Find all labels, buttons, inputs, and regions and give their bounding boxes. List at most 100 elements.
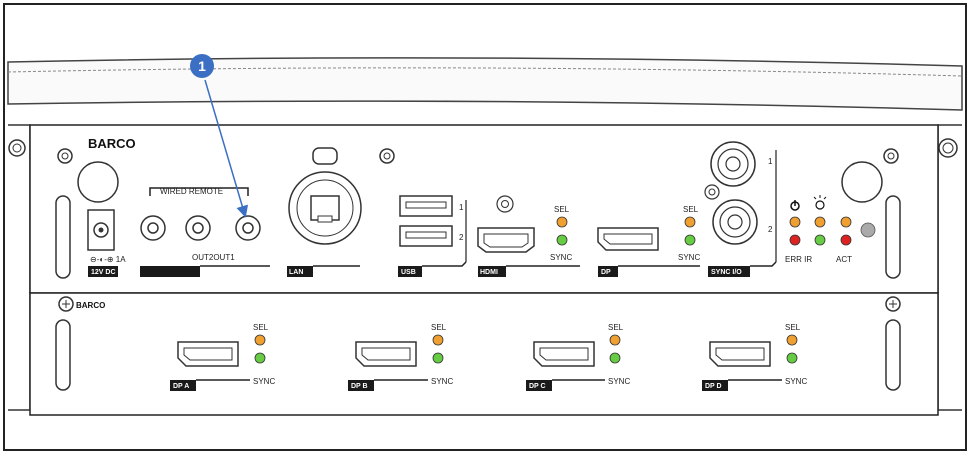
callout-arrow [204, 79, 249, 218]
ir-led [814, 234, 826, 246]
dp-b-port [355, 341, 417, 367]
label-sync-io-bg [708, 266, 750, 277]
handle-right-bottom [885, 319, 901, 391]
hdmi-sel-led [556, 216, 568, 228]
label-dp-a: DP A [173, 383, 189, 390]
power-icon [790, 200, 800, 211]
label-out2-out1: OUT2OUT1 [192, 253, 235, 262]
dp-port-top [597, 227, 659, 251]
left-bracket-screw [8, 139, 26, 157]
label-usb-bg [398, 266, 422, 277]
hdmi-screw [496, 195, 514, 213]
lan-port [288, 147, 362, 245]
usb-index-2: 2 [459, 233, 464, 242]
label-usb: USB [401, 269, 416, 276]
usb-port-2 [399, 225, 453, 247]
audio-jack-out1 [185, 215, 211, 241]
dc-polarity-symbol: ⊖-◐-⊕ 1A [90, 255, 126, 264]
label-dp-c-bg [526, 380, 552, 391]
io-board-top [29, 124, 939, 294]
dc-power-jack [87, 209, 115, 251]
sync-io-screw [704, 184, 720, 200]
label-act: ACT [836, 255, 852, 264]
label-lan: LAN [289, 269, 303, 276]
dp-b-sync-led [432, 352, 444, 364]
label-dp-bg [598, 266, 618, 277]
out-label-bar [140, 266, 200, 277]
err-led [789, 234, 801, 246]
label-err-ir: ERR IR [785, 255, 812, 264]
sync-io-bnc-1 [710, 141, 756, 187]
dp-a-sync-led [254, 352, 266, 364]
screw-bottom-left [58, 296, 74, 312]
power-led [789, 216, 801, 228]
label-dp-a-bg [170, 380, 196, 391]
barco-logo-bottom: BARCO [76, 301, 105, 310]
label-hdmi: HDMI [480, 269, 498, 276]
hdmi-sync-label: SYNC [550, 253, 572, 262]
dp-a-sel-led [254, 334, 266, 346]
dp-c-sync-led [609, 352, 621, 364]
dp-a-port [177, 341, 239, 367]
sync-index-2: 2 [768, 225, 773, 234]
usb-port-1 [399, 195, 453, 217]
dp-sync-led [684, 234, 696, 246]
sync-index-1: 1 [768, 157, 773, 166]
screw-bottom-right [885, 296, 901, 312]
dp-c-sync-label: SYNC [608, 377, 630, 386]
dp-d-sel-led [786, 334, 798, 346]
handle-left-bottom [55, 319, 71, 391]
barco-logo-top: BARCO [88, 136, 136, 151]
dp-sync-label: SYNC [678, 253, 700, 262]
right-bracket-screw [938, 138, 958, 158]
dp-d-sel-label: SEL [785, 323, 801, 332]
label-dp-d: DP D [705, 383, 722, 390]
sync-io-bnc-2 [712, 199, 758, 245]
io-board-bottom [29, 292, 939, 416]
dp-a-sel-label: SEL [253, 323, 269, 332]
dp-b-sel-led [432, 334, 444, 346]
thumb-knob-left [77, 161, 119, 203]
label-lan-bg [287, 266, 313, 277]
act-led [840, 234, 852, 246]
dp-c-sel-led [609, 334, 621, 346]
callout-badge [190, 54, 214, 78]
lamp-led [814, 216, 826, 228]
hdmi-sel-label: SEL [554, 205, 570, 214]
handle-right-top [885, 195, 901, 279]
label-dp-d-bg [702, 380, 728, 391]
dp-d-port [709, 341, 771, 367]
label-12v-dc-bg [88, 266, 118, 277]
enclosure-lid [7, 57, 963, 111]
label-sync-io: SYNC I/O [711, 269, 742, 276]
wired-remote-jack [235, 215, 261, 241]
dp-c-port [533, 341, 595, 367]
hdmi-sync-led [556, 234, 568, 246]
dp-b-sync-label: SYNC [431, 377, 453, 386]
lamp-icon [813, 195, 827, 210]
ir-sensor [860, 222, 876, 238]
screw-top-center [379, 148, 395, 164]
label-12v-dc: 12V DC [91, 269, 116, 276]
label-dp-c: DP C [529, 383, 546, 390]
dp-d-sync-led [786, 352, 798, 364]
screw-top-right [883, 148, 899, 164]
dp-d-sync-label: SYNC [785, 377, 807, 386]
dp-b-sel-label: SEL [431, 323, 447, 332]
hdmi-port [477, 227, 535, 253]
dp-a-sync-label: SYNC [253, 377, 275, 386]
label-dp: DP [601, 269, 611, 276]
label-dp-b: DP B [351, 383, 368, 390]
label-hdmi-bg [478, 266, 506, 277]
label-dp-b-bg [348, 380, 374, 391]
usb-index-1: 1 [459, 203, 464, 212]
dp-c-sel-label: SEL [608, 323, 624, 332]
thumb-knob-right [841, 161, 883, 203]
label-wired-remote: WIRED REMOTE [160, 187, 223, 196]
dp-sel-label: SEL [683, 205, 699, 214]
screw-top-left [57, 148, 73, 164]
audio-jack-out2 [140, 215, 166, 241]
callout-number: 1 [198, 58, 206, 74]
